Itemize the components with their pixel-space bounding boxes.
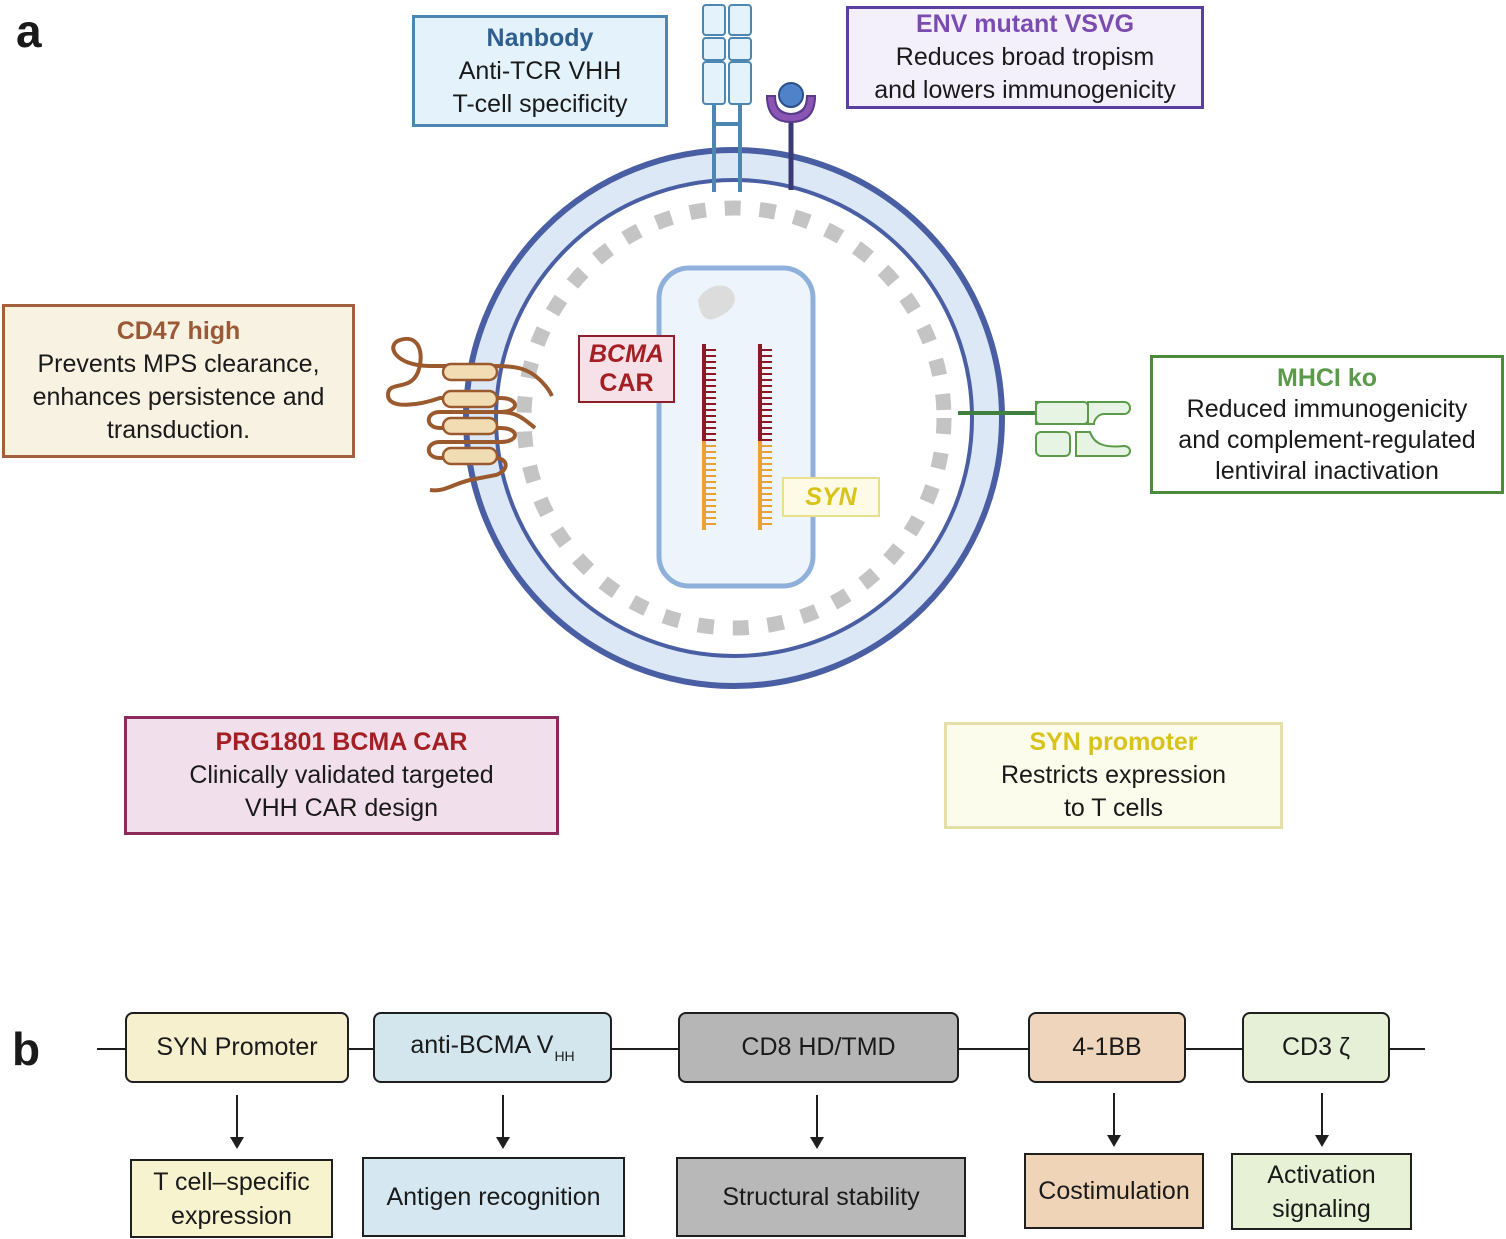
syn-promoter-callout: SYN promoter Restricts expression to T c… (944, 722, 1283, 829)
panel-b-label: b (12, 1023, 41, 1075)
panel-a-label: a (16, 5, 42, 57)
prg-line-1: Clinically validated targeted (189, 761, 494, 789)
gene-4-1bb: 4-1BB (1028, 1012, 1186, 1083)
function-activation-line-2: signaling (1272, 1194, 1371, 1223)
gene-4-1bb-label: 4-1BB (1072, 1033, 1142, 1061)
mhc-title: MHCI ko (1277, 363, 1377, 392)
mhc-line-3: lentiviral inactivation (1215, 456, 1439, 485)
nanobody-line-2: T-cell specificity (452, 89, 628, 118)
cd47-protein-icon (385, 336, 554, 493)
syn-promoter-line-1: Restricts expression (1000, 761, 1227, 789)
gene-cd8-label: CD8 HD/TMD (741, 1033, 896, 1061)
gene-anti-bcma-vhh: anti-BCMA VHH (373, 1012, 612, 1083)
gene-syn-promoter: SYN Promoter (125, 1012, 349, 1083)
nanobody-antibody-icon (702, 4, 752, 192)
env-line-2: and lowers immunogenicity (874, 76, 1176, 104)
mhc-line-1: Reduced immunogenicity (1186, 394, 1468, 423)
arrow-syn (230, 1095, 244, 1149)
gene-syn-promoter-label: SYN Promoter (156, 1033, 318, 1061)
bcma-car-label: BCMA CAR (578, 335, 675, 403)
env-vsvg-callout: ENV mutant VSVG Reduces broad tropism an… (846, 6, 1204, 109)
syn-promoter-line-2: to T cells (1063, 794, 1164, 822)
arrow-cd8 (810, 1095, 824, 1149)
vsvg-glycoprotein-icon (765, 82, 817, 190)
syn-promoter-title: SYN promoter (1029, 728, 1198, 756)
function-tcell-line-2: expression (171, 1201, 292, 1230)
function-structural-label: Structural stability (722, 1183, 920, 1211)
nanobody-title: Nanbody (486, 23, 594, 52)
nanobody-line-1: Anti-TCR VHH (458, 56, 622, 85)
viral-rna-genome (702, 344, 772, 530)
env-line-1: Reduces broad tropism (895, 43, 1155, 71)
syn-label: SYN (782, 477, 880, 517)
function-tcell-expression: T cell–specific expression (130, 1159, 333, 1238)
cd47-line-1: Prevents MPS clearance, (37, 350, 320, 378)
arrow-cd3 (1315, 1093, 1329, 1147)
cd47-line-3: transduction. (106, 416, 251, 444)
syn-label-text: SYN (805, 482, 857, 511)
cd47-callout: CD47 high Prevents MPS clearance, enhanc… (2, 304, 355, 458)
arrow-bcma (496, 1095, 510, 1149)
gene-cd8-hd-tmd: CD8 HD/TMD (678, 1012, 959, 1083)
prg1801-callout: PRG1801 BCMA CAR Clinically validated ta… (124, 716, 559, 835)
prg-line-2: VHH CAR design (244, 794, 439, 822)
function-costimulation-label: Costimulation (1038, 1177, 1190, 1205)
mhc-line-2: and complement-regulated (1178, 425, 1476, 454)
function-tcell-line-1: T cell–specific (153, 1167, 310, 1196)
function-activation-signaling: Activation signaling (1231, 1153, 1412, 1230)
function-antigen-recognition: Antigen recognition (362, 1157, 625, 1237)
cd47-title: CD47 high (116, 317, 241, 345)
bcma-label-line-2: CAR (599, 369, 654, 397)
function-activation-line-1: Activation (1267, 1160, 1376, 1189)
bcma-label-line-1: BCMA (589, 340, 664, 368)
prg-title: PRG1801 BCMA CAR (215, 728, 468, 756)
mhc-callout: MHCI ko Reduced immunogenicity and compl… (1150, 355, 1504, 494)
function-antigen-label: Antigen recognition (386, 1183, 601, 1211)
mhc-class-i-icon (958, 401, 1131, 457)
nanobody-callout: Nanbody Anti-TCR VHH T-cell specificity (412, 15, 668, 127)
function-structural-stability: Structural stability (676, 1157, 966, 1237)
gene-anti-bcma-label: anti-BCMA VHH (410, 1031, 575, 1064)
function-costimulation: Costimulation (1024, 1153, 1204, 1229)
gene-cd3-zeta: CD3 ζ (1242, 1012, 1390, 1083)
gene-cd3-label: CD3 ζ (1282, 1033, 1350, 1061)
cd47-line-2: enhances persistence and (32, 383, 325, 411)
env-title: ENV mutant VSVG (915, 10, 1135, 38)
arrow-4-1bb (1107, 1093, 1121, 1147)
capsid (656, 265, 816, 589)
